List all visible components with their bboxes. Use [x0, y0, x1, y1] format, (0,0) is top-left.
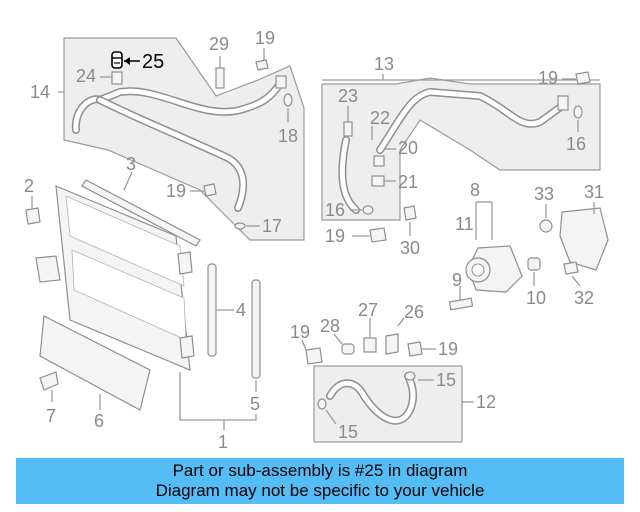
callout-33: 33 [534, 184, 554, 204]
refrigerant-line-12 [326, 372, 418, 425]
part-15-oring-b [317, 398, 327, 410]
part-19-bolt-b [203, 183, 217, 197]
banner-line-2: Diagram may not be specific to your vehi… [155, 481, 485, 500]
part-24-valve [111, 71, 123, 85]
callout-3: 3 [126, 154, 136, 174]
part-15-oring-a [404, 371, 416, 381]
info-banner: Part or sub-assembly is #25 in diagram D… [16, 458, 624, 504]
callout-16b: 16 [566, 134, 586, 154]
part-25-switch [111, 51, 123, 69]
part-17-oring [234, 222, 246, 230]
part-20-cap [373, 155, 385, 167]
callout-31: 31 [584, 182, 604, 202]
callout-11: 11 [455, 214, 474, 234]
callout-14: 14 [30, 82, 50, 102]
callout-32: 32 [574, 288, 594, 308]
callout-30: 30 [400, 238, 420, 258]
part-19-bolt-d [369, 227, 387, 243]
callout-5: 5 [250, 394, 260, 414]
part-29-bracket [215, 67, 225, 89]
part-16-oring-a [362, 205, 374, 215]
callout-19a: 19 [255, 28, 275, 48]
callout-20: 20 [398, 138, 418, 158]
callout-13: 13 [374, 54, 394, 74]
callout-26: 26 [404, 302, 424, 322]
part-31-shield [559, 207, 609, 271]
refrigerant-line-13 [338, 88, 569, 214]
banner-line-1: Part or sub-assembly is #25 in diagram [172, 461, 468, 480]
callout-25: 25 [142, 51, 164, 73]
callout-27: 27 [358, 300, 378, 320]
part-30-clip [403, 205, 417, 221]
part-5-cartridge [251, 279, 261, 379]
part-4-drier [207, 263, 217, 357]
callout-16a: 16 [325, 200, 345, 220]
part-19-bolt-e [305, 347, 323, 365]
part-6-panel [39, 315, 151, 411]
callout-19c: 19 [538, 68, 558, 88]
callout-17: 17 [262, 216, 282, 236]
group-1-bracket [179, 372, 257, 421]
callout-28: 28 [320, 316, 340, 336]
part-26-clip [385, 333, 399, 355]
callout-29: 29 [209, 34, 229, 54]
part-18-oring [283, 93, 293, 107]
part-33-nut [539, 219, 553, 233]
part-23-valve [343, 121, 353, 137]
part-10-spacer [527, 257, 541, 271]
callout-19f: 19 [438, 339, 458, 359]
parts-diagram: 25 24 14 29 19 18 19 17 13 23 22 20 21 1… [24, 28, 609, 452]
refrigerant-line-14 [71, 75, 287, 212]
callout-15a: 15 [436, 370, 456, 390]
part-19-bolt-f [407, 341, 423, 357]
part-21-cap [371, 175, 385, 187]
callout-19b: 19 [166, 181, 186, 201]
part-2-bolt [25, 207, 41, 225]
callout-23: 23 [338, 86, 358, 106]
part-7-bracket [39, 371, 59, 391]
ac-compressor [465, 245, 523, 293]
part-19-bolt-a [255, 59, 269, 71]
callout-22: 22 [370, 108, 390, 128]
callout-6: 6 [94, 411, 104, 431]
part-19-bolt-c [575, 71, 591, 85]
callout-2: 2 [24, 176, 34, 196]
callout-18: 18 [278, 126, 298, 146]
part-9-bolt [448, 297, 474, 311]
callout-8: 8 [470, 180, 480, 200]
part-16-oring-b [573, 105, 583, 119]
callout-12: 12 [476, 392, 496, 412]
callout-1: 1 [218, 432, 228, 452]
callout-9: 9 [452, 270, 462, 290]
callout-19d: 19 [325, 226, 345, 246]
callout-21: 21 [398, 172, 418, 192]
callout-4: 4 [236, 300, 246, 320]
condenser-radiator [35, 185, 195, 371]
part-3-seal [81, 179, 201, 247]
part-27-valve [363, 337, 377, 353]
callout-15b: 15 [338, 422, 358, 442]
group-12-panel [313, 365, 463, 443]
part-28-nut [341, 343, 355, 355]
callout-24: 24 [76, 66, 96, 86]
part-32-clip [563, 261, 579, 275]
callout-7: 7 [46, 406, 56, 426]
callout-10: 10 [526, 288, 546, 308]
callout-19e: 19 [290, 322, 310, 342]
